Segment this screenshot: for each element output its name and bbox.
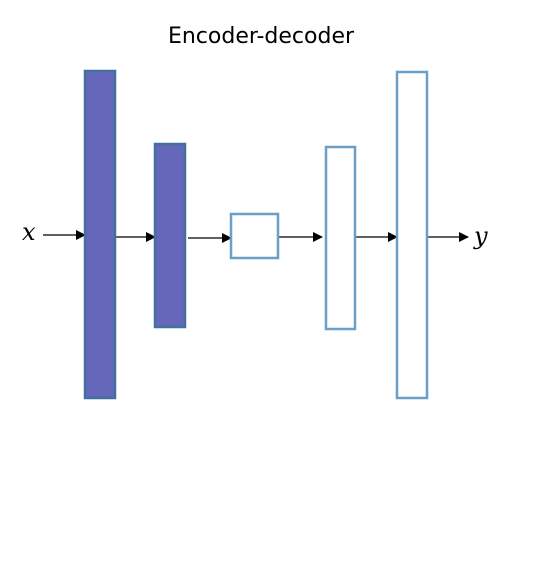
- encoder-layer-2: [153, 142, 187, 329]
- bottleneck-layer: [229, 212, 280, 260]
- output-label-y: y: [473, 222, 488, 250]
- decoder-layer-2: [395, 70, 429, 400]
- encoder-layer-1: [83, 69, 117, 400]
- diagram-title: Encoder-decoder: [168, 24, 355, 49]
- decoder-layer-1: [324, 145, 357, 331]
- input-label-x: x: [22, 218, 36, 246]
